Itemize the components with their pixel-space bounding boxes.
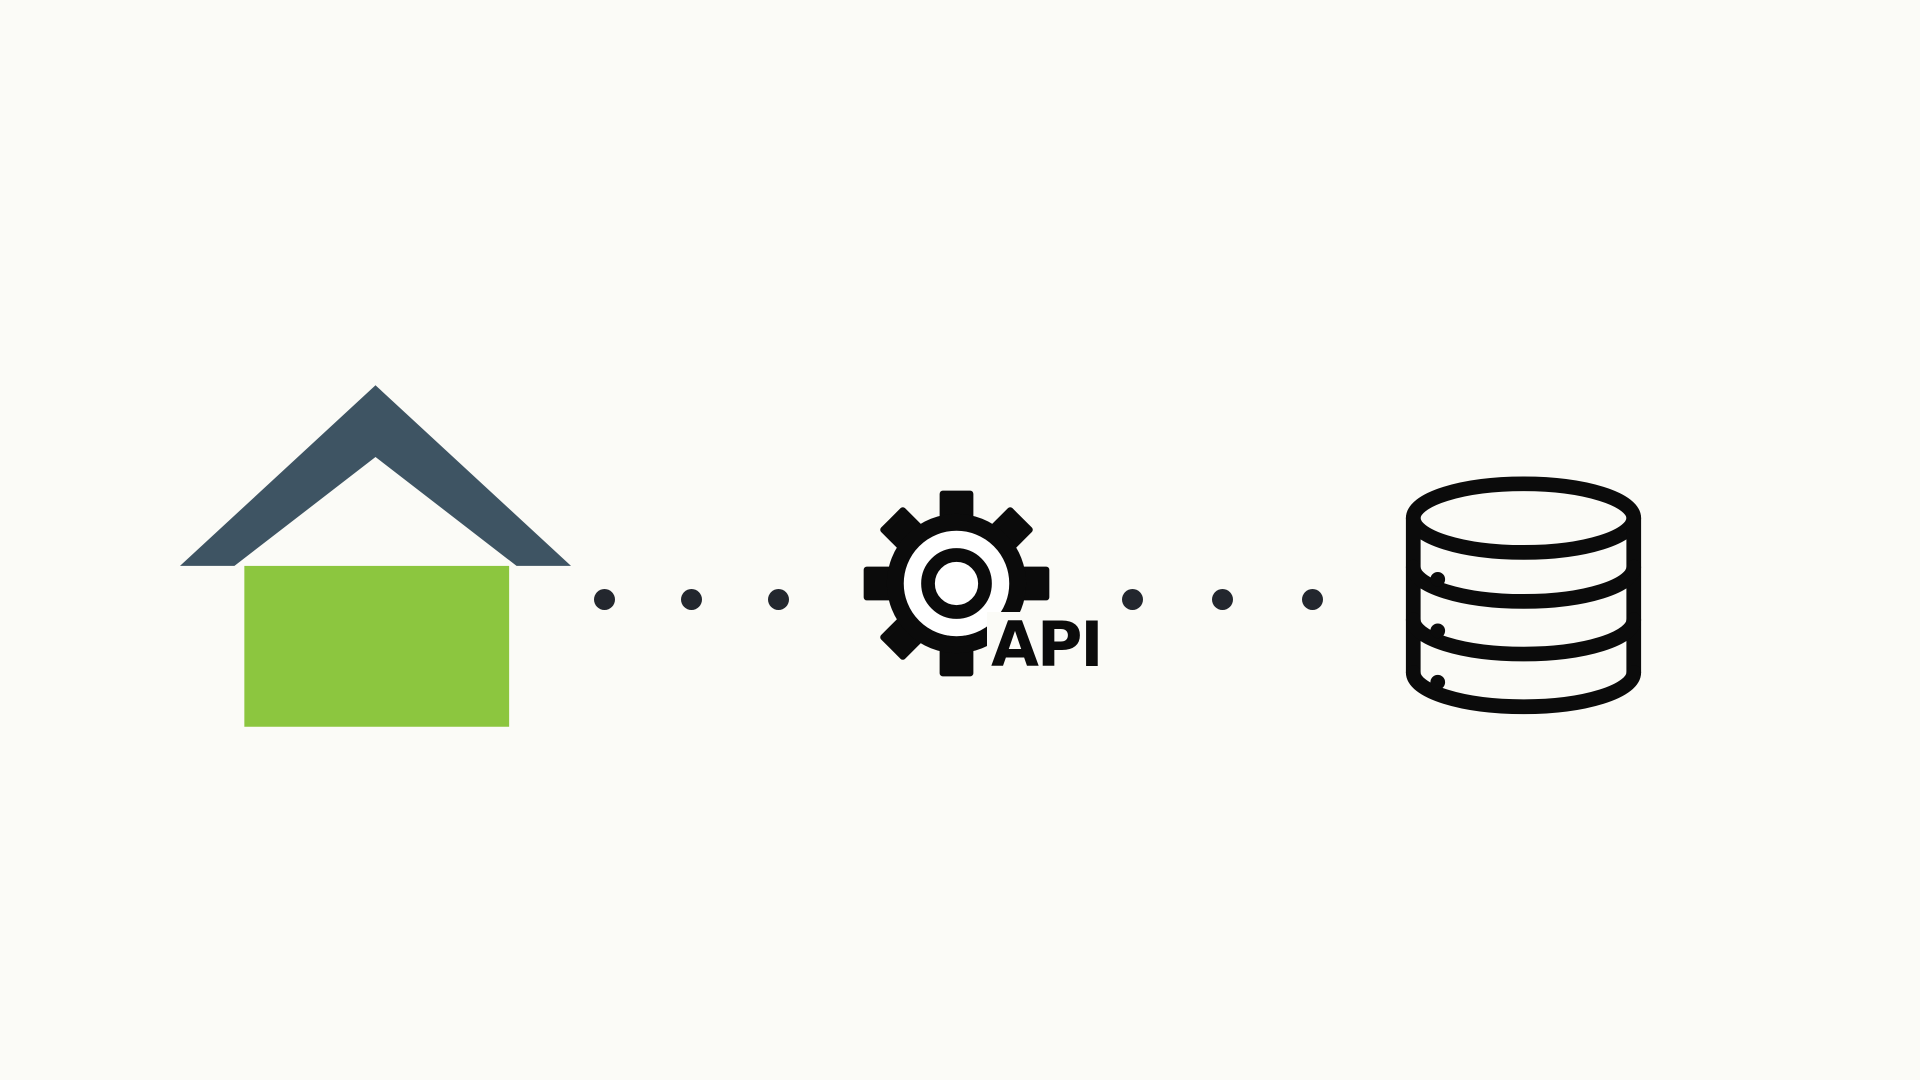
api-label: API [987,612,1106,680]
connector-house-api [594,589,789,610]
house-body [244,565,510,727]
house-node [180,385,571,727]
connector-dot [1212,589,1233,610]
gear-hub [921,548,992,619]
house-roof [180,385,571,566]
connector-dot [1122,589,1143,610]
database-indicator-dots [1430,572,1446,690]
database-node [1401,474,1646,719]
database-outline [1405,476,1642,715]
database-icon [1405,476,1642,715]
connector-dot [681,589,702,610]
api-node: API [851,478,1106,689]
connector-dot [594,589,615,610]
connector-dot [768,589,789,610]
connector-api-database [1122,589,1323,610]
connector-dot [1302,589,1323,610]
house-icon [180,385,571,727]
